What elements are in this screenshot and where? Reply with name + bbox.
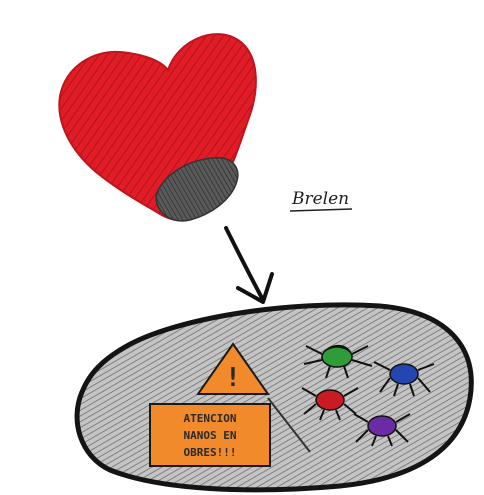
- signature-underline: [290, 209, 352, 211]
- sign-line-2: NANOS EN: [184, 429, 237, 442]
- sign-line-1: ATENCION: [184, 412, 237, 425]
- arrow-icon: [226, 228, 272, 302]
- nano-capsule: [77, 305, 471, 490]
- warning-mark: !: [225, 363, 241, 393]
- sign-line-3: OBRES!!!: [184, 446, 237, 459]
- warning-sign: ATENCION NANOS EN OBRES!!!: [150, 404, 270, 466]
- heart-icon: [59, 34, 256, 221]
- author-signature: Brelen: [291, 189, 349, 209]
